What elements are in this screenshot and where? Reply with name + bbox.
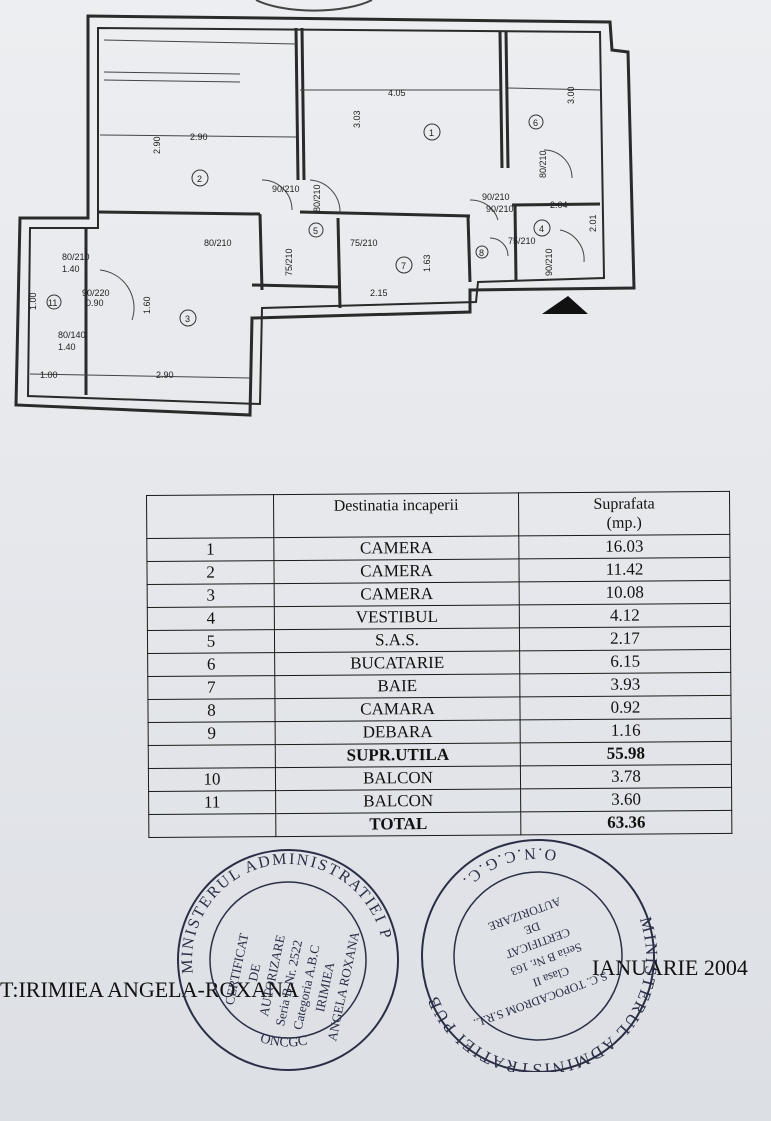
door-label: 80/210 <box>204 238 232 248</box>
dim-label: 0.90 <box>86 298 104 308</box>
dim-label: 1.00 <box>28 292 38 310</box>
dim-label: 4.05 <box>388 88 406 98</box>
footer: T:IRIMIEA ANGELA-ROXANA IANUARIE 2004 <box>0 955 771 1002</box>
dim-label: 2.01 <box>588 214 598 232</box>
svg-text:O.N.C.G.C.: O.N.C.G.C. <box>453 832 562 897</box>
top-stamp-fragment <box>255 0 373 12</box>
header-surface: Suprafata(mp.) <box>518 491 730 536</box>
door-label: 90/210 <box>486 204 514 214</box>
room-label: 3 <box>185 314 190 324</box>
door-label: 90/210 <box>544 248 554 276</box>
floor-plan: 1 2 3 4 5 6 7 8 11 4.05 3.03 2.90 2.90 1… <box>14 0 636 417</box>
dim-label: 3.00 <box>566 86 576 104</box>
header-destination: Destinatia incaperii <box>273 492 519 538</box>
svg-text:ONCGC: ONCGC <box>256 1025 308 1055</box>
dim-label: 3.03 <box>352 110 362 128</box>
room-label: 4 <box>539 224 544 234</box>
svg-text:DE: DE <box>522 919 542 938</box>
dim-label: 2.90 <box>152 136 162 154</box>
header-nr <box>146 494 274 539</box>
dim-label: 1.00 <box>40 370 58 380</box>
door-label: 80/140 <box>58 330 86 340</box>
door-label: 90/220 <box>82 288 110 298</box>
room-label: 1 <box>429 128 434 138</box>
entrance-arrow <box>542 296 588 314</box>
door-label: 75/210 <box>284 248 294 276</box>
room-label: 8 <box>479 248 484 258</box>
door-label: 75/210 <box>350 238 378 248</box>
table-header: Destinatia incaperii Suprafata(mp.) <box>146 491 730 539</box>
door-label: 80/210 <box>62 252 90 262</box>
document-date: IANUARIE 2004 <box>592 955 748 980</box>
dim-label: 1.40 <box>58 342 76 352</box>
door-label: 80/210 <box>312 184 322 212</box>
room-label: 5 <box>313 226 318 236</box>
dim-label: 1.40 <box>62 264 80 274</box>
dim-label: 1.63 <box>422 254 432 272</box>
author-name: T:IRIMIEA ANGELA-ROXANA <box>0 977 299 1002</box>
dim-label: 1.60 <box>142 296 152 314</box>
room-label: 11 <box>48 298 57 308</box>
svg-text:AUTORIZARE: AUTORIZARE <box>486 894 563 933</box>
dim-label: 2.15 <box>370 288 388 298</box>
door-label: 75/210 <box>508 236 536 246</box>
dim-label: 2.90 <box>156 370 174 380</box>
room-label: 6 <box>533 118 538 128</box>
dim-label: 2.90 <box>190 132 208 142</box>
right-stamp: MINISTERUL ADMINISTRATIEI PUBLICE O.N.C.… <box>421 832 668 1072</box>
door-label: 90/210 <box>482 192 510 202</box>
door-label: 80/210 <box>538 150 548 178</box>
room-label: 7 <box>401 261 406 271</box>
room-label: 2 <box>197 174 202 184</box>
dim-label: 2.04 <box>550 200 568 210</box>
door-label: 90/210 <box>272 184 300 194</box>
